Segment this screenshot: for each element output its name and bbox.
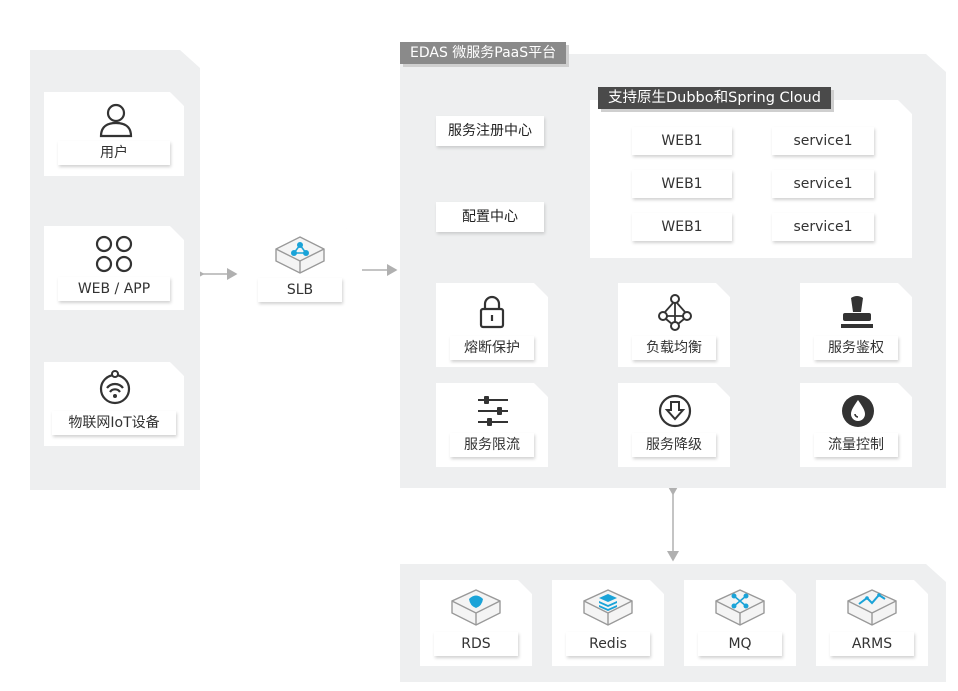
feature-label: 服务限流 [450,433,534,457]
iot-device-icon [99,370,131,405]
database-cube-icon [451,589,501,626]
download-circle-icon [658,394,692,428]
load-balancer-icon [275,236,325,274]
backend-label: MQ [698,632,782,656]
service-instance[interactable]: service1 [772,213,874,241]
user-icon [99,103,133,138]
app-grid-icon [95,235,133,273]
web-instance[interactable]: WEB1 [632,170,732,198]
client-label-web-app: WEB / APP [58,277,170,301]
feature-label: 服务降级 [632,433,716,457]
client-label-user: 用户 [58,141,170,165]
water-drop-icon [842,395,874,427]
framework-title: 支持原生Dubbo和Spring Cloud [598,87,831,109]
backend-label: RDS [434,632,518,656]
config-center[interactable]: 配置中心 [436,202,544,232]
service-registry[interactable]: 服务注册中心 [436,116,544,146]
redis-cube-icon [583,589,633,626]
web-instance[interactable]: WEB1 [632,213,732,241]
network-nodes-icon [658,294,692,331]
monitor-cube-icon [847,589,897,626]
feature-label: 熔断保护 [450,336,534,360]
lock-icon [479,295,505,329]
feature-label: 服务鉴权 [814,336,898,360]
feature-label: 流量控制 [814,433,898,457]
client-label-iot: 物联网IoT设备 [52,411,176,435]
stamp-icon [841,296,873,328]
web-instance[interactable]: WEB1 [632,127,732,155]
backend-label: ARMS [830,632,914,656]
platform-title: EDAS 微服务PaaS平台 [400,42,567,64]
sliders-icon [478,396,508,426]
service-instance[interactable]: service1 [772,127,874,155]
feature-label: 负载均衡 [632,336,716,360]
message-queue-cube-icon [715,589,765,626]
service-instance[interactable]: service1 [772,170,874,198]
backend-label: Redis [566,632,650,656]
slb-label: SLB [258,278,342,302]
